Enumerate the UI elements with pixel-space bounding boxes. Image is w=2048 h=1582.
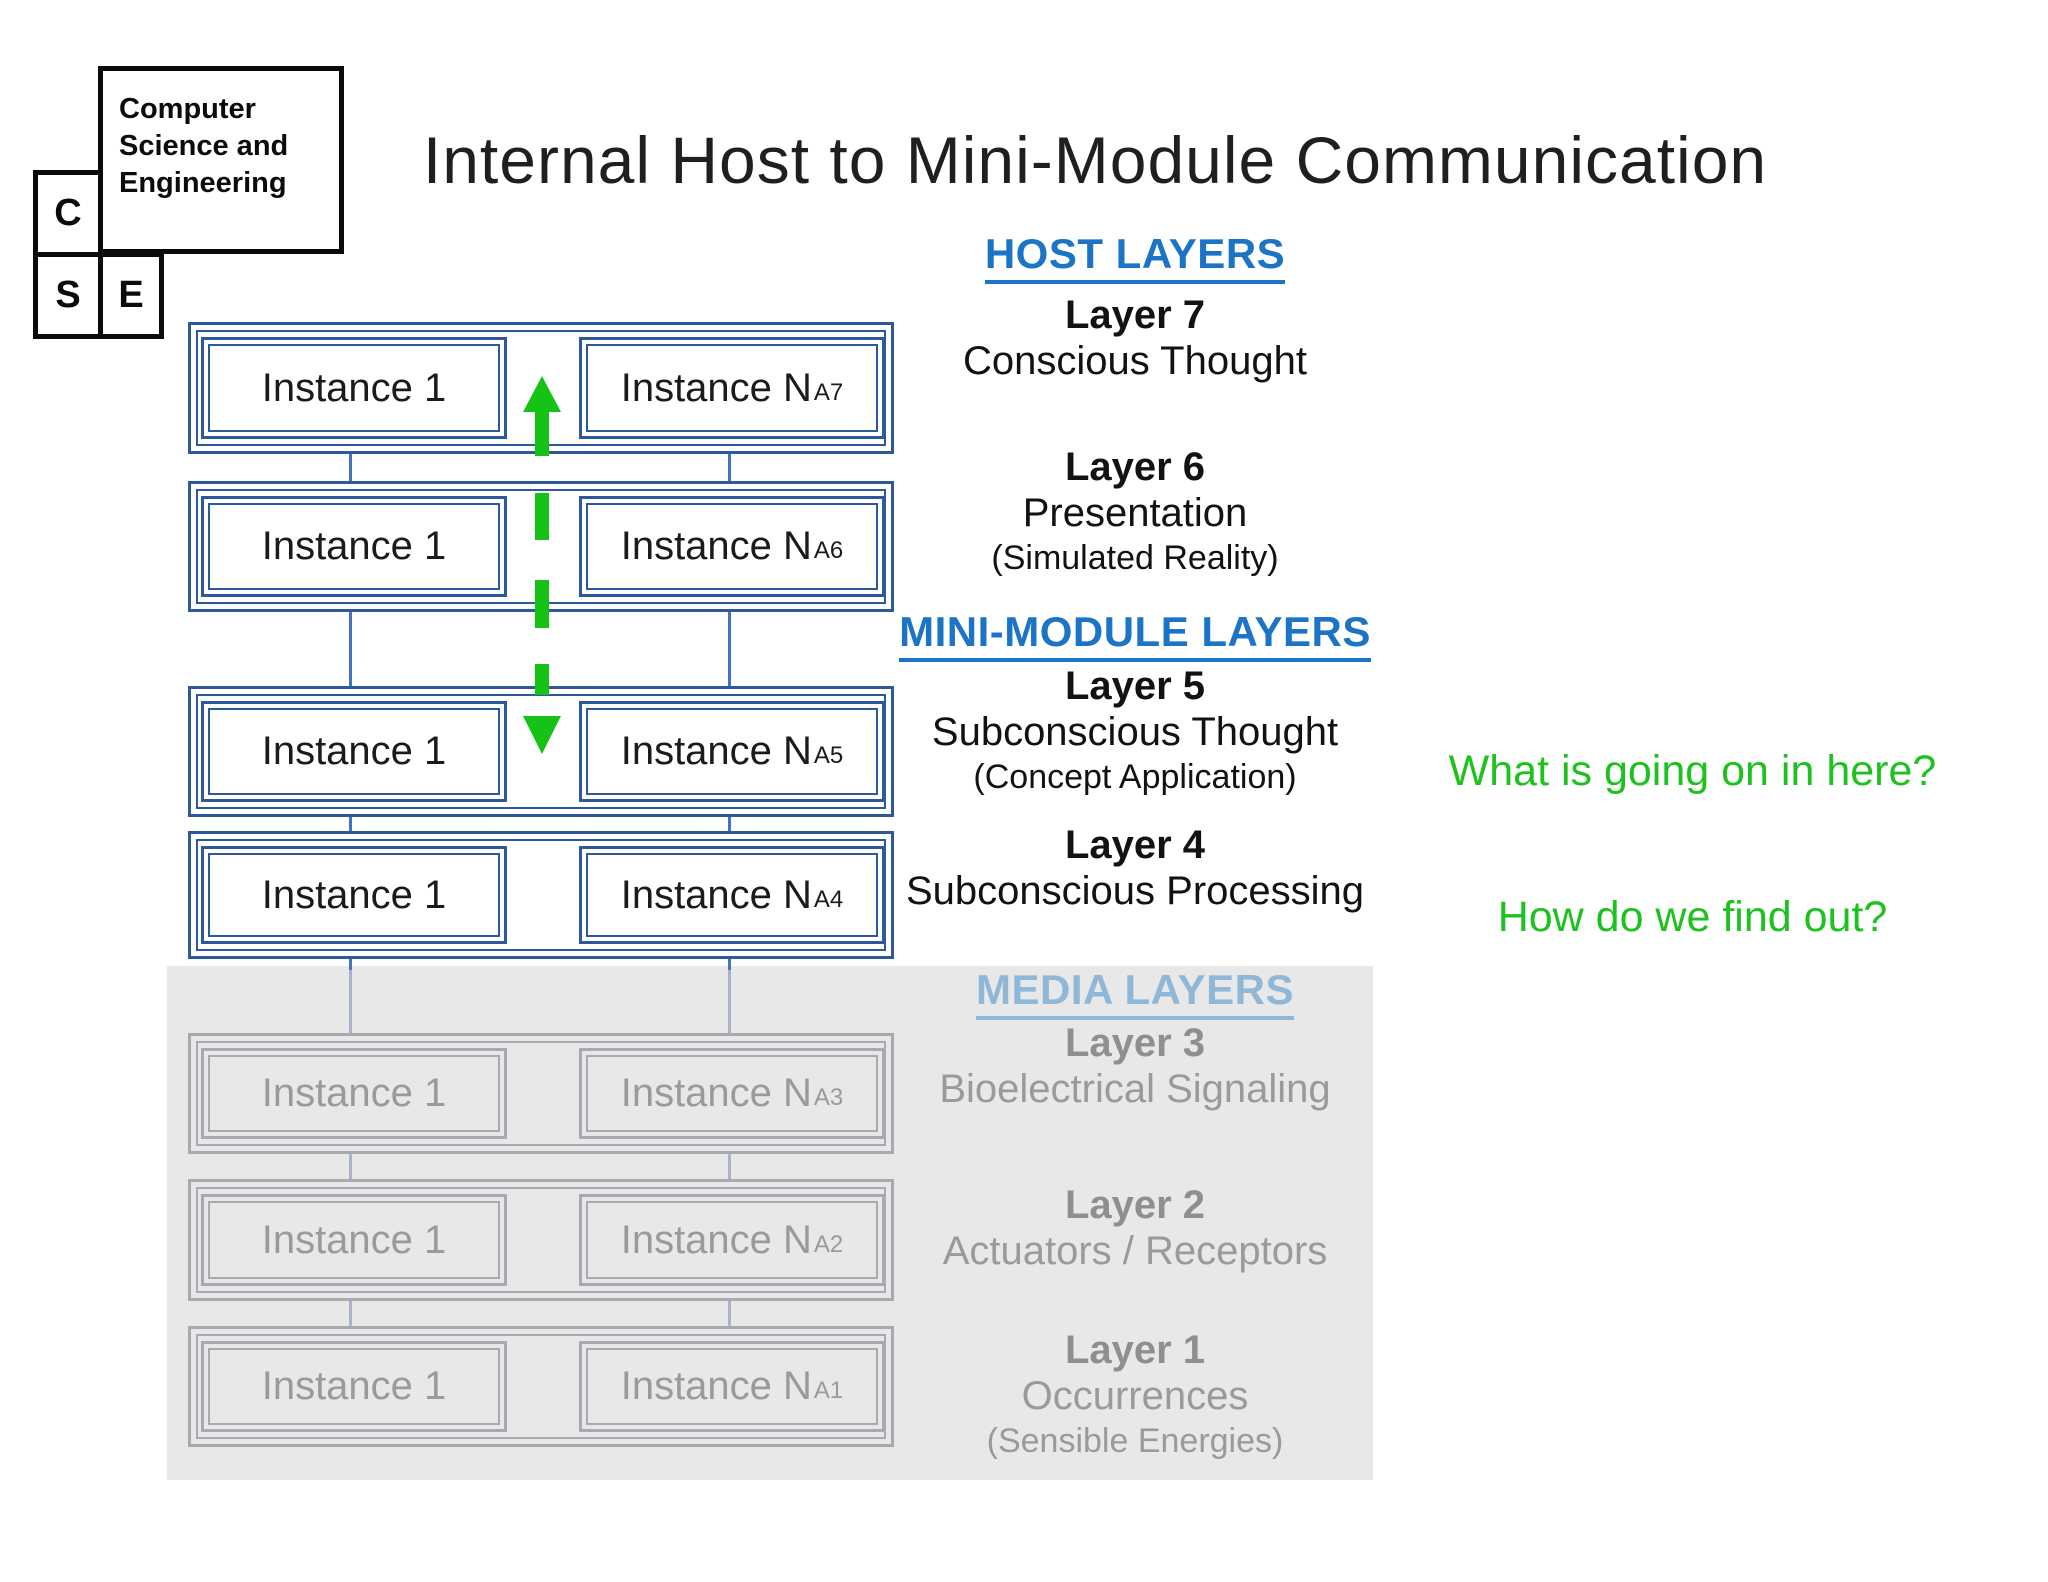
arrow-up-icon [523,376,561,412]
instance-subscript: A4 [813,885,844,913]
connector-line [349,1289,352,1338]
instance-label: Instance N [620,872,812,917]
cse-logo-letter-c-box: C [33,170,103,257]
layer-7-label: Layer 7 Conscious Thought [963,293,1307,383]
connector-line [728,970,731,1045]
instance-label: Instance N [620,1071,812,1115]
logo-line-3: Engineering [119,167,287,199]
instance-label: Instance N [620,1217,812,1262]
instance-label: Instance 1 [261,1217,447,1262]
layer-4-label: Layer 4 Subconscious Processing [905,823,1365,913]
instance-label: Instance 1 [261,524,447,568]
connector-line [349,600,352,698]
layer-3-label: Layer 3 Bioelectrical Signaling [939,1021,1331,1111]
connector-line [728,1289,731,1338]
instance-subscript: A1 [813,1377,844,1405]
instance-label: Instance N [620,1364,812,1408]
layer-2-label: Layer 2 Actuators / Receptors [942,1183,1328,1273]
layer-1-label: Layer 1 Occurrences (Sensible Energies) [986,1328,1284,1460]
instance-label: Instance N [620,365,812,410]
dashed-arrow-segment [535,664,549,695]
media-layers-heading: MEDIA LAYERS [885,966,1385,1020]
mini-module-layers-heading: MINI-MODULE LAYERS [885,608,1385,662]
instance-box: Instance 1 [201,1194,507,1286]
cse-logo-text-box: Computer Science and Engineering [98,66,344,254]
connector-line [728,805,731,843]
instance-label: Instance N [620,729,812,773]
instance-subscript: A5 [813,742,844,770]
logo-line-2: Science and [119,130,289,162]
logo-letter-s: S [55,274,81,316]
arrow-down-icon [523,716,561,754]
dashed-arrow-segment [535,580,549,628]
instance-label: Instance 1 [261,729,447,773]
cse-logo-letter-s-box: S [33,252,103,339]
logo-line-1: Computer [119,93,256,125]
instance-label: Instance N [620,524,812,568]
annotation-question-2: How do we find out? [1497,893,1888,941]
instance-subscript: A6 [813,537,844,565]
logo-letter-c: C [54,192,82,234]
instance-label: Instance 1 [261,1071,447,1115]
connector-line [349,805,352,843]
cse-logo-letter-e-box: E [98,252,164,339]
instance-subscript: A2 [813,1230,844,1258]
dashed-arrow-segment [535,493,549,540]
connector-line [349,442,352,493]
instance-subscript: A3 [813,1084,844,1112]
arrow-up-shaft [535,410,549,456]
instance-box: Instance 1 [201,1341,507,1432]
connector-line [349,970,352,1045]
connector-line [728,1142,731,1191]
connector-line [349,1142,352,1191]
instance-box: Instance 1 [201,846,507,944]
layer-5-label: Layer 5 Subconscious Thought (Concept Ap… [931,664,1339,796]
connector-line [728,600,731,698]
instance-box: Instance 1 [201,496,507,597]
layer-6-label: Layer 6 Presentation (Simulated Reality) [991,445,1279,577]
instance-box: Instance 1 [201,1048,507,1139]
host-layers-heading: HOST LAYERS [885,230,1385,284]
instance-label: Instance 1 [261,365,447,410]
annotation-question-1: What is going on in here? [1448,747,1937,795]
instance-box: Instance 1 [201,337,507,439]
instance-subscript: A7 [813,378,844,406]
logo-letter-e: E [118,274,144,316]
slide-title: Internal Host to Mini-Module Communicati… [422,123,1768,198]
instance-box: Instance 1 [201,701,507,802]
instance-label: Instance 1 [261,872,447,917]
connector-line [728,442,731,493]
instance-label: Instance 1 [261,1364,447,1408]
